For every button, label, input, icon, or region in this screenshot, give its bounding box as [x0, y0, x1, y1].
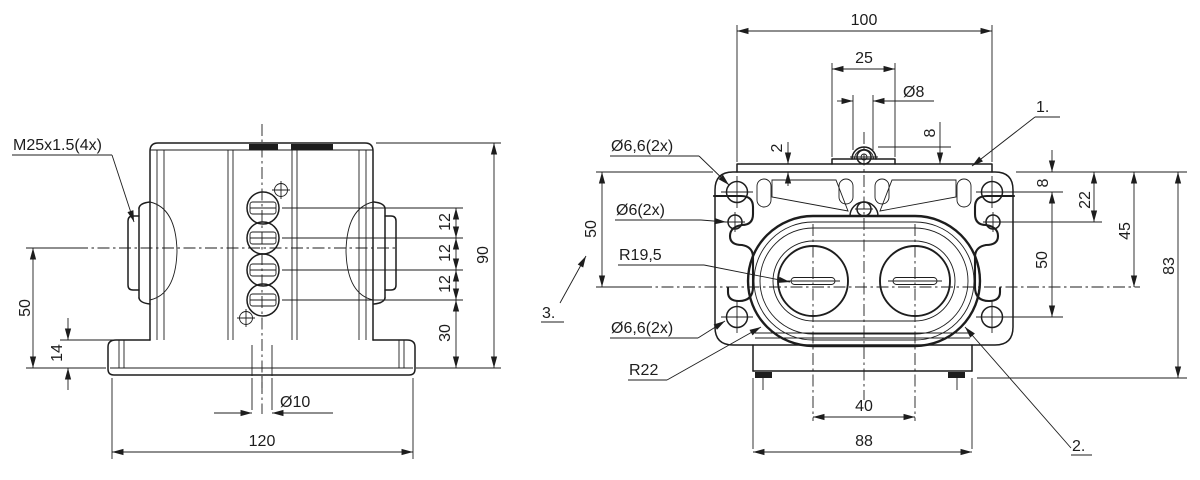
ref-callout-2: 2.	[964, 326, 1092, 456]
thread-callout: M25x1.5(4x)	[12, 137, 135, 223]
dim-pitch-3-value: 12	[437, 275, 454, 293]
cover-screw-boss	[850, 146, 878, 165]
dim-terminal-pitch-chain: 12 12 12 30	[282, 207, 463, 368]
callout-corner-holes-bottom: Ø6,6(2x)	[610, 320, 726, 339]
dim-hole-spacing-value: 50	[1034, 251, 1051, 269]
side-holes	[712, 194, 1016, 303]
bottom-skirt	[752, 332, 973, 391]
ref-callout-1: 1.	[971, 99, 1060, 167]
radius-outer-label: R22	[629, 362, 658, 379]
top-vent-slot	[249, 144, 278, 150]
dim-flange-thickness: 14	[49, 318, 148, 390]
cover-screw-hole-top	[272, 181, 290, 199]
mounting-hole-bottom-right	[976, 301, 1008, 333]
ref-2-label: 2.	[1072, 438, 1085, 455]
dim-skirt-width-value: 88	[855, 433, 873, 450]
dim-plate-thickness-value: 2	[769, 143, 786, 152]
dim-slot-width-value: 25	[855, 50, 873, 67]
dim-overall-height: 90	[376, 142, 501, 369]
slot-center-left	[838, 178, 854, 205]
dim-circle-spacing: 40	[813, 398, 915, 421]
gasket-boss	[746, 214, 982, 348]
dim-boss-height-value: 8	[922, 128, 939, 137]
drain-pin	[251, 345, 273, 392]
mounting-hole-top-left	[721, 176, 753, 208]
wedge-right	[879, 179, 957, 212]
ref-1-label: 1.	[1036, 99, 1049, 116]
dim-base-offset-value: 30	[437, 324, 454, 342]
mounting-hole-top-right	[976, 176, 1008, 208]
dim-skirt-width: 88	[752, 378, 973, 456]
mounting-holes	[721, 176, 1008, 333]
dim-overall-width: 120	[111, 378, 414, 459]
cover-screw-hole-bottom	[237, 309, 255, 327]
terminal-screw-2	[246, 221, 280, 255]
dim-circle-spacing-value: 40	[855, 398, 873, 415]
top-centerlines	[640, 132, 1140, 421]
slot-right	[956, 178, 972, 208]
dim-side-height-value: 50	[583, 220, 600, 238]
callout-side-holes: Ø6(2x)	[615, 202, 727, 225]
hinge-plate	[831, 158, 896, 165]
dim-cover-width-value: 100	[851, 12, 878, 29]
interior-details	[756, 178, 972, 212]
front-centerlines	[76, 124, 398, 414]
side-holes-label: Ø6(2x)	[616, 202, 665, 219]
dim-center-height-value: 50	[17, 299, 34, 317]
terminal-screws	[237, 181, 290, 327]
dim-hole-offset-value: 8	[1035, 178, 1052, 187]
dim-pin-diameter-value: Ø10	[280, 394, 310, 411]
thread-label: M25x1.5(4x)	[13, 137, 102, 154]
callout-radius-inner: R19,5	[618, 247, 791, 283]
cable-gland-left	[127, 201, 178, 305]
dim-center-offset-value: 45	[1117, 222, 1134, 240]
membrane-right	[879, 245, 951, 317]
cable-gland-right	[345, 201, 397, 305]
dim-side-height: 50	[583, 171, 713, 288]
dim-overall-height-value: 90	[475, 246, 492, 264]
skirt-tab-left	[755, 372, 772, 378]
terminal-screw-4	[246, 283, 280, 317]
dim-overall-depth-value: 83	[1161, 257, 1178, 275]
front-view: M25x1.5(4x) 50 14 120 Ø10	[12, 124, 501, 459]
callout-corner-holes-top: Ø6,6(2x)	[610, 138, 730, 186]
dim-screw-diameter-value: Ø8	[903, 84, 924, 101]
dim-side-hole-offset-value: 22	[1077, 191, 1094, 209]
ref-callout-3: 3.	[541, 255, 587, 323]
dim-boss-height: 8	[878, 122, 951, 164]
top-vent-slot	[291, 144, 333, 150]
slot-center-right	[874, 178, 890, 205]
dim-right-chain: 8 50 22 45 83	[977, 150, 1187, 379]
slot-left	[756, 178, 772, 208]
spring-slot-left	[712, 194, 755, 303]
spring-slot-right	[973, 194, 1016, 303]
dim-flange-thickness-value: 14	[49, 344, 66, 362]
callout-radius-outer: R22	[628, 326, 762, 381]
corner-holes-bottom-label: Ø6,6(2x)	[611, 320, 673, 337]
ref-3-label: 3.	[542, 305, 555, 322]
skirt-tab-right	[948, 372, 965, 378]
terminal-screw-1	[246, 191, 280, 225]
top-view: 100 25 Ø8 2 8 1.	[541, 12, 1187, 456]
radius-inner-label: R19,5	[619, 247, 662, 264]
dim-pin-diameter: Ø10	[214, 378, 333, 417]
mounting-hole-bottom-left	[721, 301, 753, 333]
cover-plate	[736, 163, 993, 173]
dim-slot-width: 25	[831, 50, 896, 157]
dim-screw-diameter: Ø8	[837, 84, 934, 150]
dim-overall-width-value: 120	[249, 433, 276, 450]
dim-cover-width: 100	[736, 12, 993, 162]
membrane-left	[777, 245, 849, 317]
dim-pitch-2-value: 12	[437, 244, 454, 262]
front-housing-body	[149, 142, 374, 341]
corner-holes-top-label: Ø6,6(2x)	[611, 138, 673, 155]
dim-plate-thickness: 2	[769, 142, 799, 186]
front-mounting-flange	[107, 339, 416, 376]
dim-pitch-1-value: 12	[437, 213, 454, 231]
terminal-screw-3	[246, 253, 280, 287]
wedge-left	[771, 179, 849, 212]
